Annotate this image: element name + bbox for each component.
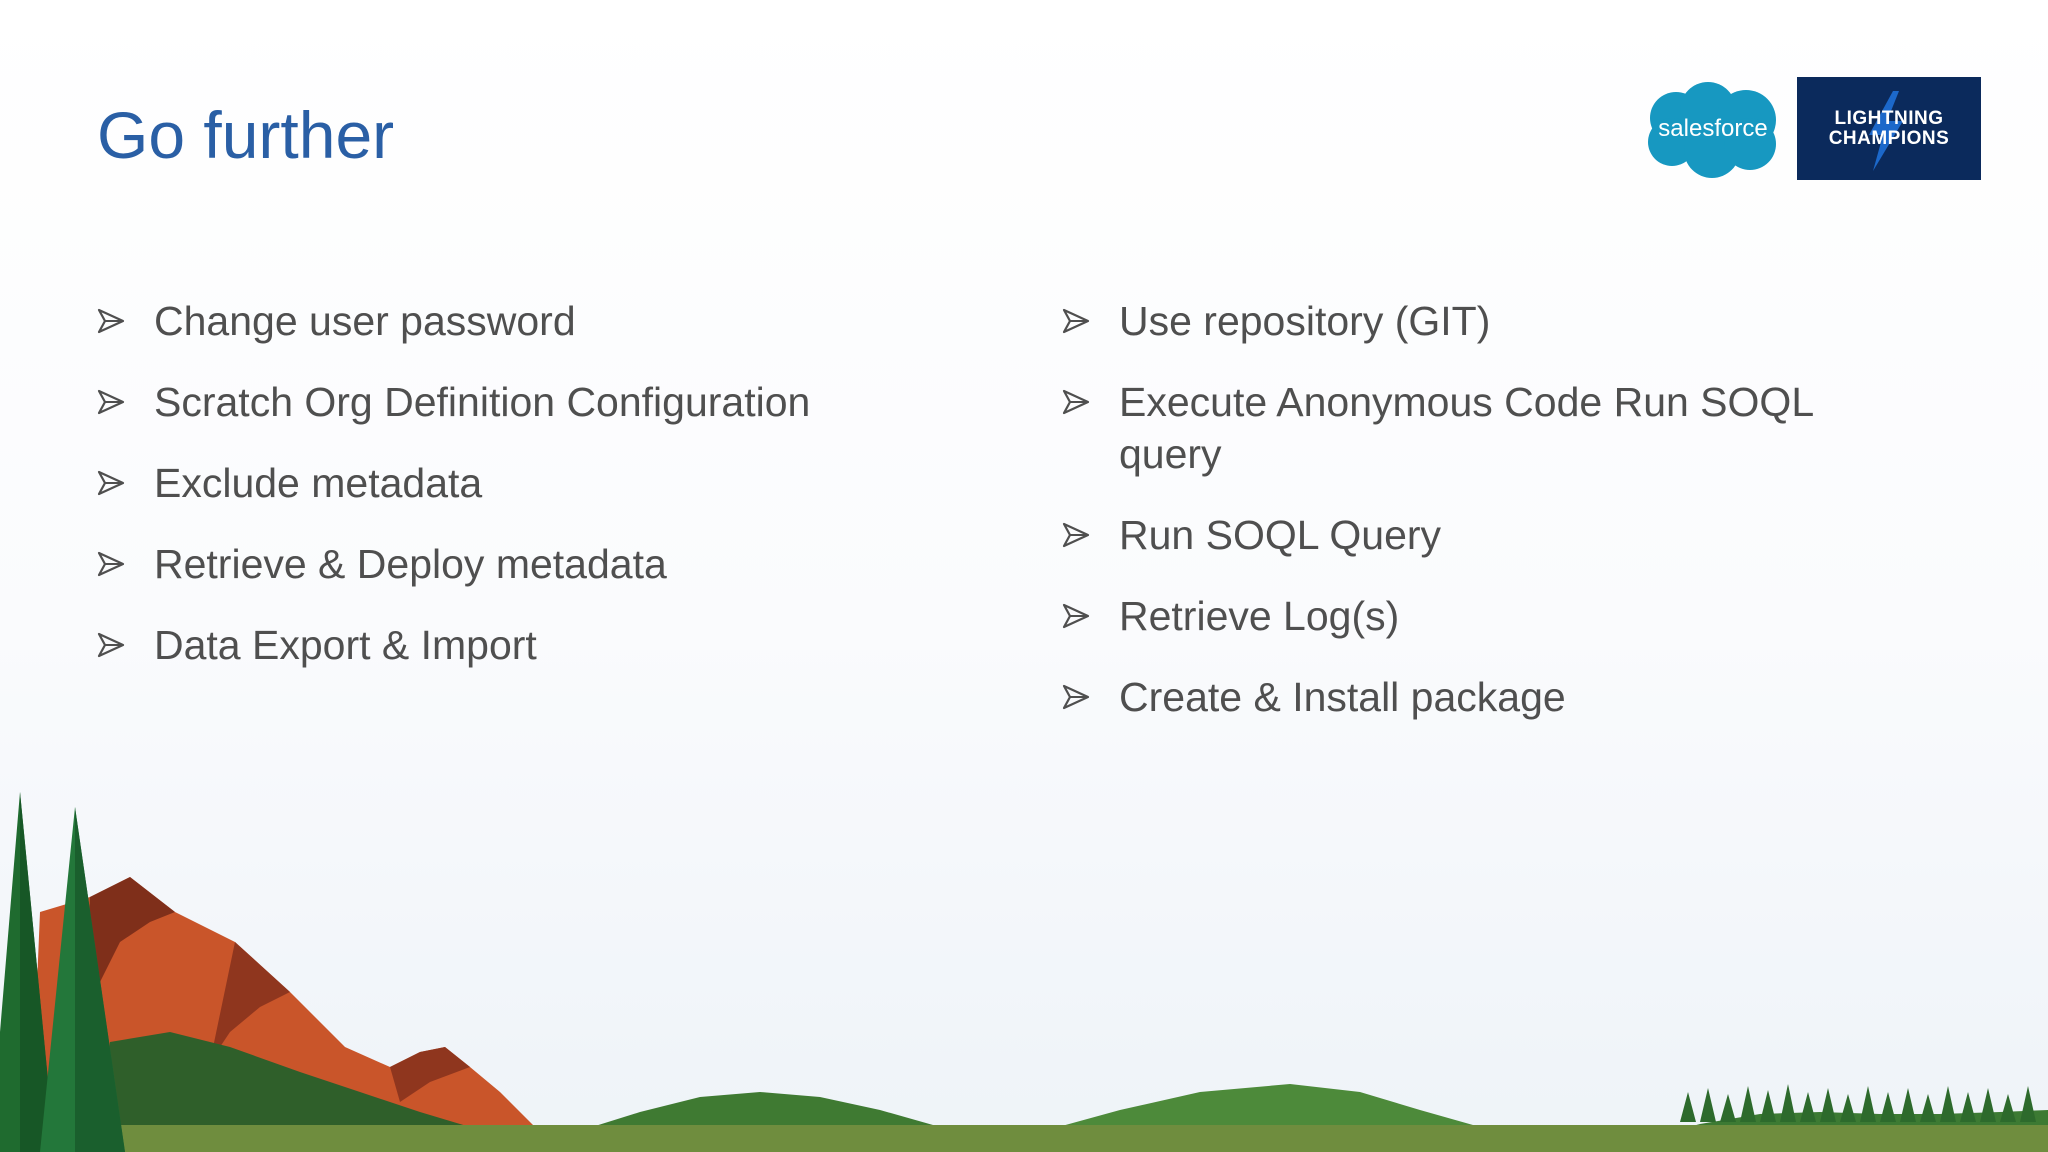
bullet-item: Retrieve Log(s) [1062,590,1962,642]
foothill [100,1032,540,1152]
badge-line-champions: CHAMPIONS [1828,127,1950,149]
pine-tree [0,792,55,1152]
bullet-text: Create & Install package [1119,674,1566,720]
bullet-text: Scratch Org Definition Configuration [154,379,811,425]
arrowhead-bullet-icon [97,389,125,415]
mountain-shadow [390,1047,470,1102]
salesforce-wordmark: salesforce [1658,115,1767,142]
bullet-item: Run SOQL Query [1062,509,1962,561]
arrowhead-bullet-icon [97,470,125,496]
pine-row [1680,1084,2036,1122]
bullet-item: Retrieve & Deploy metadata [97,538,997,590]
bullet-item: Use repository (GIT) [1062,295,1962,347]
bullet-item: Change user password [97,295,997,347]
badge-line-lightning: LIGHTNING [1834,107,1944,129]
arrowhead-bullet-icon [1062,308,1090,334]
bullet-text: Retrieve Log(s) [1119,593,1400,639]
bullet-item: Create & Install package [1062,671,1962,723]
landscape-illustration [0,792,2048,1152]
bullet-list-left: Change user password Scratch Org Definit… [97,295,997,700]
slide-title: Go further [97,98,395,172]
bullet-text: Exclude metadata [154,460,483,506]
bullet-text: Use repository (GIT) [1119,298,1491,344]
lightning-bolt-icon [1869,91,1903,171]
mountain-shadow [210,942,290,1062]
arrowhead-bullet-icon [97,551,125,577]
bullet-item: Execute Anonymous Code Run SOQL query [1062,376,1962,480]
arrowhead-bullet-icon [97,632,125,658]
bullet-item: Data Export & Import [97,619,997,671]
ground-strip [0,1125,2048,1152]
bullet-text: Change user password [154,298,576,344]
pine-tree [40,807,125,1152]
bullet-item: Scratch Org Definition Configuration [97,376,997,428]
bullet-item: Exclude metadata [97,457,997,509]
lightning-champions-badge: LIGHTNING CHAMPIONS [1797,77,1981,180]
bullet-list-right: Use repository (GIT) Execute Anonymous C… [1062,295,1962,752]
bullet-text: Retrieve & Deploy metadata [154,541,667,587]
arrowhead-bullet-icon [1062,522,1090,548]
arrowhead-bullet-icon [1062,684,1090,710]
bullet-text: Execute Anonymous Code Run SOQL query [1119,379,1813,477]
salesforce-logo: salesforce [1642,80,1784,180]
bullet-text: Data Export & Import [154,622,537,668]
arrowhead-bullet-icon [1062,603,1090,629]
bullet-text: Run SOQL Query [1119,512,1442,558]
mountain-shadow [85,877,175,1042]
arrowhead-bullet-icon [97,308,125,334]
arrowhead-bullet-icon [1062,389,1090,415]
